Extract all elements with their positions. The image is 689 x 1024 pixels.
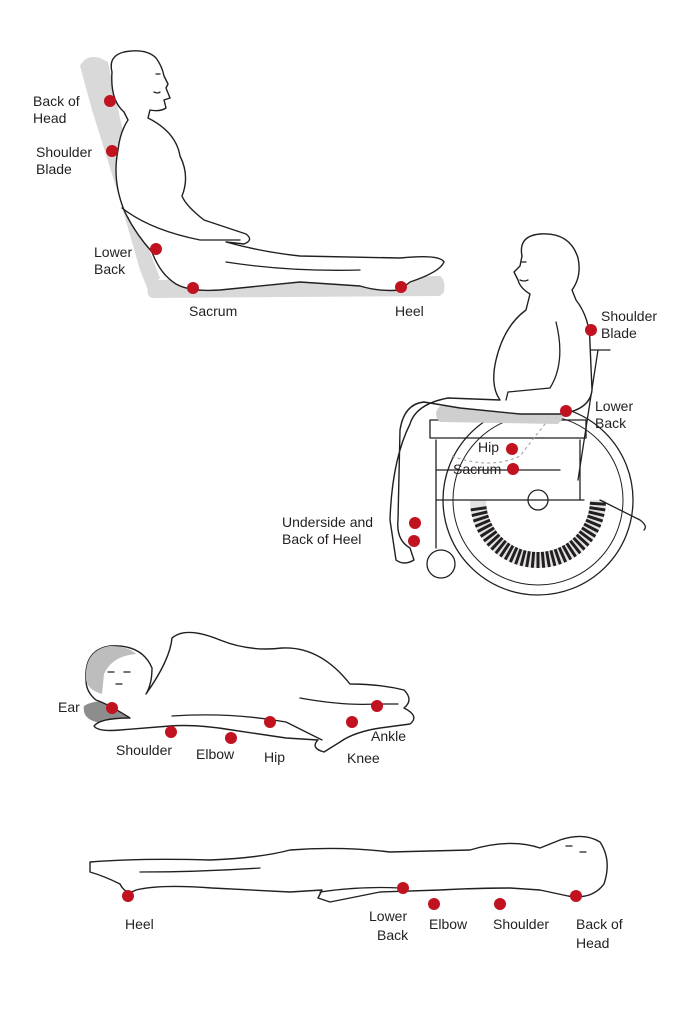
dot-side-lying-knee [346, 716, 358, 728]
dot-side-lying-hip [264, 716, 276, 728]
dot-supine-elbow [428, 898, 440, 910]
wheelchair-frame [430, 420, 586, 548]
label-wheelchair-sacrum: Sacrum [453, 461, 501, 477]
wheelchair-caster [427, 550, 455, 578]
label-wheelchair-shoulder-blade: Shoulder Blade [601, 308, 661, 341]
reclining-body [111, 51, 444, 291]
label-supine-elbow: Elbow [429, 916, 468, 932]
label-side-lying-knee: Knee [347, 750, 380, 766]
label-side-lying-shoulder: Shoulder [116, 742, 172, 758]
label-reclining-back-of-head: Back of Head [33, 93, 84, 126]
dot-reclining-shoulder-blade [106, 145, 118, 157]
label-reclining-shoulder-blade: Shoulder Blade [36, 144, 96, 177]
label-side-lying-elbow: Elbow [196, 746, 235, 762]
label-reclining-heel: Heel [395, 303, 424, 319]
label-supine-lower-back: Lower Back [369, 908, 411, 943]
dot-supine-lower-back [397, 882, 409, 894]
dot-wheelchair-sacrum [507, 463, 519, 475]
dot-reclining-sacrum [187, 282, 199, 294]
dot-side-lying-elbow [225, 732, 237, 744]
wheel-spoke [590, 503, 606, 504]
label-side-lying-ankle: Ankle [371, 728, 406, 744]
label-supine-back-of-head: Back of Head [576, 916, 627, 951]
dot-reclining-lower-back [150, 243, 162, 255]
dot-side-lying-shoulder [165, 726, 177, 738]
dot-reclining-back-of-head [104, 95, 116, 107]
label-wheelchair-hip: Hip [478, 439, 499, 455]
label-side-lying-hip: Hip [264, 749, 285, 765]
label-side-lying-ear: Ear [58, 699, 80, 715]
dot-wheelchair-hip [506, 443, 518, 455]
dot-reclining-heel [395, 281, 407, 293]
supine-figure [90, 836, 607, 902]
reclining-figure [80, 51, 445, 298]
label-reclining-sacrum: Sacrum [189, 303, 237, 319]
side-lying-figure [84, 632, 414, 752]
label-wheelchair-lower-back: Lower Back [595, 398, 637, 431]
dot-side-lying-ankle [371, 700, 383, 712]
wheelchair-seat-dash [452, 420, 548, 463]
dot-wheelchair-shoulder-blade [585, 324, 597, 336]
dot-wheelchair-heel-back [408, 535, 420, 547]
wheelchair-spokes-group [471, 503, 606, 568]
label-reclining-lower-back: Lower Back [94, 244, 136, 277]
dot-supine-shoulder [494, 898, 506, 910]
dot-wheelchair-heel-underside [409, 517, 421, 529]
dot-side-lying-ear [106, 702, 118, 714]
wheel-spoke [532, 552, 533, 568]
label-wheelchair-heel: Underside and Back of Heel [282, 514, 377, 547]
side-lying-body [86, 632, 414, 752]
label-supine-heel: Heel [125, 916, 154, 932]
dot-supine-back-of-head [570, 890, 582, 902]
dot-wheelchair-lower-back [560, 405, 572, 417]
dot-supine-heel [122, 890, 134, 902]
label-supine-shoulder: Shoulder [493, 916, 549, 932]
wheel-spoke [542, 552, 543, 568]
supine-body [90, 836, 607, 902]
